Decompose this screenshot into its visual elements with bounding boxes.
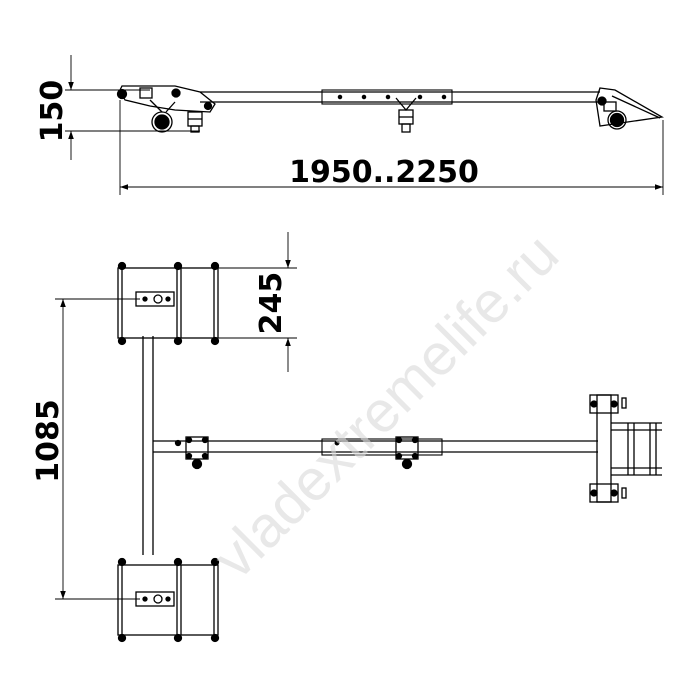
lower-pad: [117, 557, 220, 643]
beam-clamp-left: [174, 436, 209, 470]
beam-clamp-middle: [395, 436, 419, 470]
side-dimensions: [65, 55, 664, 195]
side-view: [116, 85, 664, 133]
dimension-length: 1950..2250: [289, 155, 479, 190]
top-dimensions: [55, 232, 297, 600]
right-end-assembly: [589, 394, 662, 503]
dimension-height-150: 150: [35, 80, 70, 143]
top-view: [117, 261, 662, 643]
upper-pad: [117, 261, 220, 346]
dimension-pad-245: 245: [254, 272, 289, 335]
dimension-width-1085: 1085: [31, 399, 66, 483]
